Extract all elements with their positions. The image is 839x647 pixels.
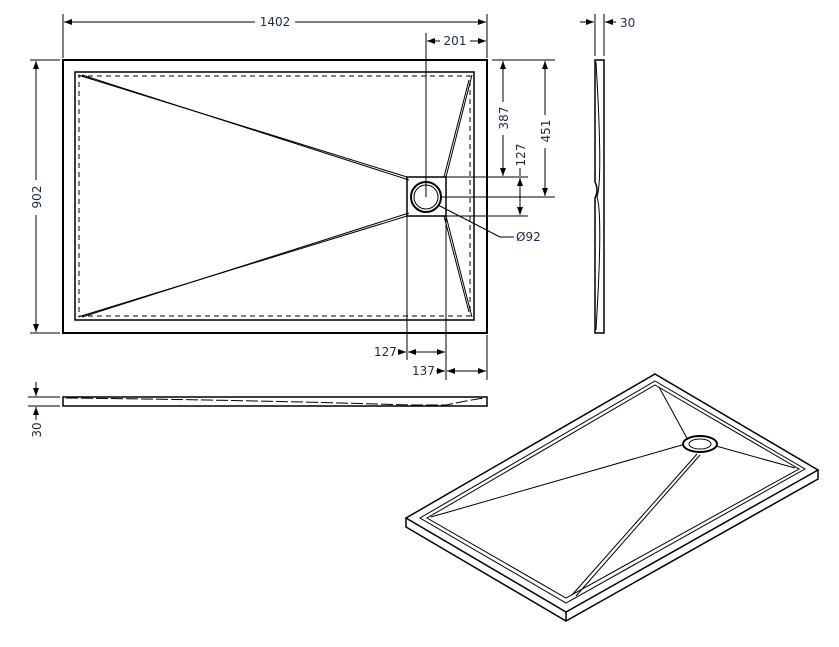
isometric-view bbox=[404, 373, 820, 622]
side-view bbox=[594, 59, 605, 334]
iso-drain bbox=[682, 435, 718, 453]
dim-137: 137 bbox=[412, 364, 435, 378]
dim-387: 387 bbox=[497, 107, 511, 130]
dim-drain-right: 201 bbox=[444, 34, 467, 48]
dim-127-horizontal: 127 bbox=[374, 345, 397, 359]
dim-thickness-front: 30 bbox=[30, 422, 44, 437]
dim-drain-diameter: Ø92 bbox=[516, 230, 541, 244]
dim-thickness-side: 30 bbox=[620, 16, 635, 30]
dim-127-vertical: 127 bbox=[514, 144, 528, 167]
dimension-lines bbox=[28, 14, 616, 420]
dim-width: 1402 bbox=[260, 15, 291, 29]
dim-depth: 902 bbox=[30, 186, 44, 209]
front-view bbox=[62, 396, 488, 407]
dim-451: 451 bbox=[539, 120, 553, 143]
top-view bbox=[62, 59, 488, 334]
dimension-labels: 1402 201 30 387 451 127 902 Ø92 127 137 … bbox=[30, 15, 635, 438]
